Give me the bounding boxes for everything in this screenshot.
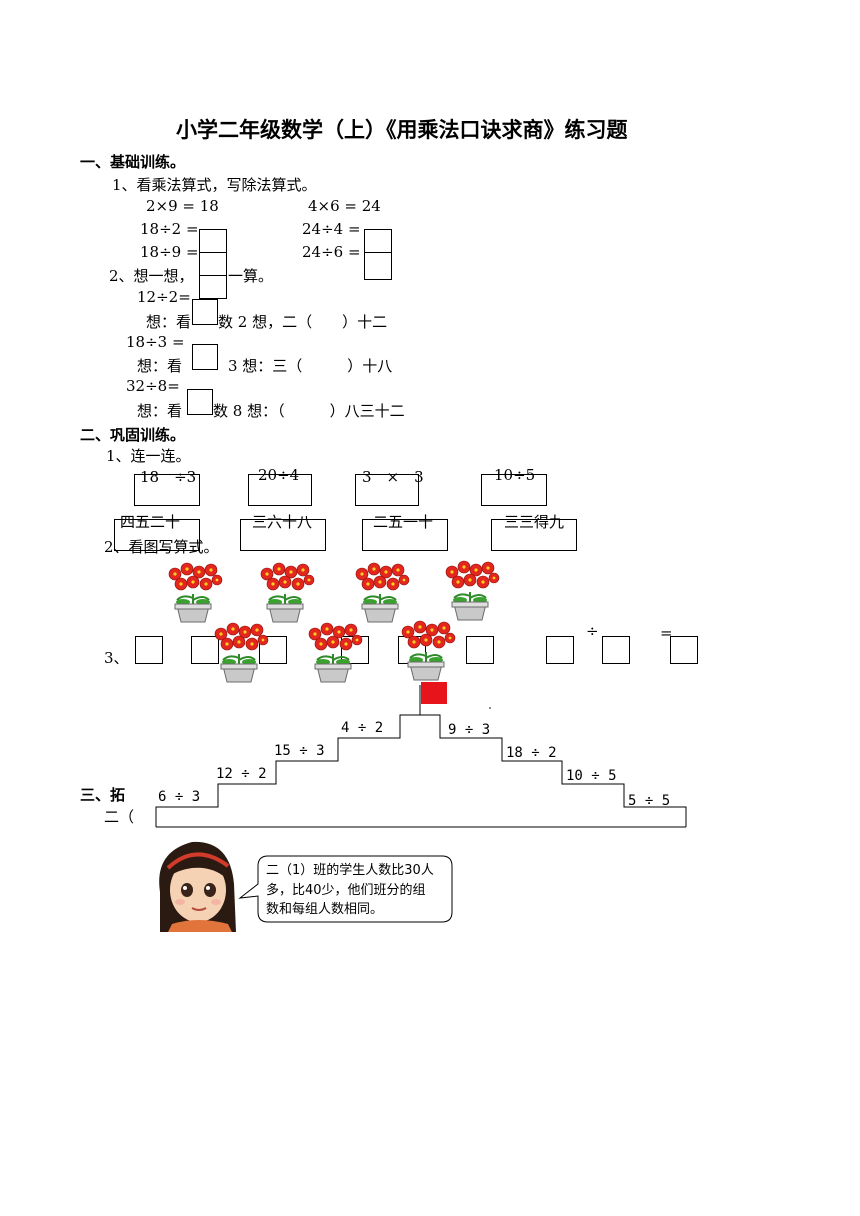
connect-top-expr: 18 ÷3 xyxy=(140,468,197,486)
stair-step-label: 12 ÷ 2 xyxy=(216,766,267,782)
answer-box[interactable] xyxy=(364,252,392,280)
connect-label: 1、连一连。 xyxy=(106,447,191,465)
connect-bottom-phrase: 二五一十 xyxy=(373,513,434,531)
q3-label: 3、 xyxy=(104,649,129,667)
flower-pot-icon xyxy=(260,562,315,623)
answer-box[interactable] xyxy=(670,636,698,664)
page-title: 小学二年级数学（上）《用乘法口诀求商》练习题 xyxy=(176,117,628,142)
expr-18-div-3: 18÷3 = xyxy=(126,333,185,351)
answer-box[interactable] xyxy=(192,299,218,325)
hint-1-a: 想：看 xyxy=(146,313,192,331)
expr-32-div-8: 32÷8= xyxy=(126,377,180,395)
speech-bubble-text-2: 多，比40少，他们班分的组 xyxy=(266,883,426,898)
hint-3-b: 数 8 想：（ ）八三十二 xyxy=(213,402,405,420)
hint-2-a: 想：看 xyxy=(137,357,183,375)
flower-pot-icon xyxy=(401,620,456,681)
connect-card[interactable] xyxy=(481,474,547,506)
div-right-1: 24÷4 = xyxy=(302,220,361,238)
stair-step-label: 15 ÷ 3 xyxy=(274,743,325,759)
div-left-1: 18÷2 = xyxy=(140,220,199,238)
hint-3-a: 想：看 xyxy=(137,402,183,420)
answer-box[interactable] xyxy=(187,389,213,415)
hint-2-b: 3 想：三（ ）十八 xyxy=(228,357,393,375)
stair-step-label: 6 ÷ 3 xyxy=(158,789,201,805)
connect-card[interactable] xyxy=(491,519,577,551)
connect-bottom-phrase: 三三得九 xyxy=(504,513,565,531)
connect-top-expr: 20÷4 xyxy=(258,466,300,484)
connect-bottom-phrase: 三六十八 xyxy=(252,513,313,531)
stair-step-label: 4 ÷ 2 xyxy=(341,720,384,736)
flower-pot-icon xyxy=(168,562,223,623)
speech-bubble-shape xyxy=(238,855,453,923)
mult-right: 4×6 = 24 xyxy=(308,197,381,215)
expr-12-div-2: 12÷2= xyxy=(137,288,191,306)
connect-card[interactable] xyxy=(248,474,312,506)
connect-card[interactable] xyxy=(240,519,326,551)
section-1-heading: 一、基础训练。 xyxy=(80,153,186,171)
connect-card[interactable] xyxy=(362,519,448,551)
connect-card[interactable] xyxy=(355,474,419,506)
red-flag-icon xyxy=(421,682,447,704)
speech-bubble-text-3: 数和每组人数相同。 xyxy=(266,902,384,917)
answer-box[interactable] xyxy=(466,636,494,664)
section-3-heading: 三、拓 xyxy=(80,786,126,804)
section-2-heading: 二、巩固训练。 xyxy=(80,426,186,444)
answer-box[interactable] xyxy=(199,252,227,276)
connect-card[interactable] xyxy=(134,474,200,506)
stair-step-label: 10 ÷ 5 xyxy=(566,768,617,784)
answer-box[interactable] xyxy=(199,275,227,299)
connect-top-expr: 3 × 3 xyxy=(362,468,424,486)
girl-avatar-icon xyxy=(159,841,236,932)
staircase-diagram xyxy=(155,685,687,828)
flower-pot-icon xyxy=(355,562,410,623)
speech-bubble-text-1: 二（1）班的学生人数比30人 xyxy=(266,863,434,878)
q2-label: 2、想一想， xyxy=(109,267,194,285)
div-left-2: 18÷9 = xyxy=(140,243,199,261)
flower-pot-icon xyxy=(445,560,500,621)
connect-card[interactable] xyxy=(114,519,200,551)
div-right-2: 24÷6 = xyxy=(302,243,361,261)
picture-q-label: 2、看图写算式。 xyxy=(104,538,219,556)
stair-step-label: 5 ÷ 5 xyxy=(628,793,671,809)
answer-box[interactable] xyxy=(364,229,392,253)
mult-left: 2×9 = 18 xyxy=(146,197,219,215)
answer-box[interactable] xyxy=(602,636,630,664)
section-3-line: 二（ xyxy=(104,808,135,826)
connect-top-expr: 10÷5 xyxy=(494,466,536,484)
answer-box[interactable] xyxy=(192,344,218,370)
q2-label-tail: 一算。 xyxy=(228,267,274,285)
answer-box[interactable] xyxy=(546,636,574,664)
stair-step-label: 18 ÷ 2 xyxy=(506,745,557,761)
answer-box[interactable] xyxy=(191,636,219,664)
q1-label: 1、看乘法算式，写除法算式。 xyxy=(112,176,317,194)
connect-bottom-phrase: 四五二十 xyxy=(120,513,181,531)
hint-1-b: 数 2 想，二（ ）十二 xyxy=(218,313,388,331)
stair-step-label: 9 ÷ 3 xyxy=(448,722,491,738)
answer-box[interactable] xyxy=(135,636,163,664)
answer-box[interactable] xyxy=(199,229,227,253)
equals-sign: = xyxy=(660,624,673,642)
divide-sign: ÷ xyxy=(586,622,599,640)
